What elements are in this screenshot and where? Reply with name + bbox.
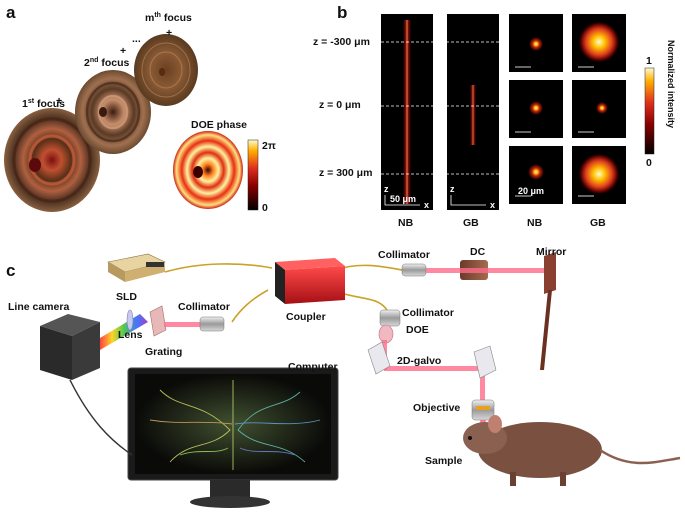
sample-label: Sample	[425, 455, 463, 467]
z-label-0: z = 0 μm	[319, 99, 361, 111]
scale-20um: 20 μm	[518, 186, 544, 196]
scale-50um: 50 μm	[390, 194, 416, 204]
doe-phase-label: DOE phase	[191, 119, 247, 131]
computer-monitor	[127, 367, 339, 508]
grating-label: Grating	[145, 346, 182, 358]
svg-text:1st focus: 1st focus	[22, 98, 65, 110]
svg-text:2nd focus: 2nd focus	[84, 57, 129, 69]
doe-colorbar	[247, 139, 259, 211]
z-label-neg300: z = -300 μm	[313, 36, 370, 48]
line-camera-device	[40, 314, 100, 380]
svg-text:mth focus: mth focus	[145, 12, 192, 24]
focus-m-pattern	[134, 34, 198, 106]
coupler-label: Coupler	[286, 311, 326, 323]
intensity-colorbar-label: Normalized intensity	[666, 40, 676, 128]
panel-b: b z = -300 μm z = 0 μm z = 300 μm z 50 μ…	[313, 3, 676, 229]
sld-label: SLD	[116, 291, 137, 303]
nb-axis-x: x	[424, 200, 429, 210]
focus-1-pattern	[4, 108, 100, 212]
ellipsis: ...	[132, 33, 141, 45]
plus-m: +	[166, 27, 172, 39]
computer-label: Computer	[288, 361, 338, 373]
dc-label: DC	[470, 246, 486, 258]
col-nb-xz: NB	[398, 217, 414, 229]
camera-cable	[69, 379, 133, 456]
collimator-left-label: Collimator	[178, 301, 230, 313]
panel-a-letter: a	[6, 3, 16, 22]
panel-a: a 1st focus + 2nd focus + ... mth focus …	[4, 3, 276, 214]
collimator-left-device	[199, 316, 225, 332]
col-nb-xy: NB	[527, 217, 543, 229]
panel-c-letter: c	[6, 261, 15, 280]
line-camera-label: Line camera	[8, 301, 69, 313]
doe-phase-pattern	[173, 131, 243, 209]
intensity-colorbar-max: 1	[646, 55, 652, 67]
col-gb-xz: GB	[463, 217, 479, 229]
collimator-right-label: Collimator	[402, 307, 454, 319]
focus-1-label: 1st focus	[22, 98, 65, 110]
gb-axis-x: x	[490, 200, 495, 210]
panel-b-letter: b	[337, 3, 347, 22]
z-label-300: z = 300 μm	[319, 167, 372, 179]
mirror-device	[540, 252, 556, 370]
plus-1: +	[56, 95, 62, 107]
gb-beam	[470, 85, 476, 145]
doe-colorbar-min: 0	[262, 202, 268, 214]
plus-2: +	[120, 45, 126, 57]
collimator-top-label: Collimator	[378, 249, 430, 261]
col-gb-xy: GB	[590, 217, 606, 229]
nb-beam	[403, 20, 411, 204]
grating-device	[149, 305, 167, 337]
intensity-colorbar	[644, 67, 655, 155]
panel-c: c SLD Coupler Collimator DC	[6, 246, 681, 508]
doe-label: DOE	[406, 324, 429, 336]
galvo-label: 2D-galvo	[397, 355, 441, 367]
lens-label: Lens	[118, 329, 143, 341]
mouse-sample	[463, 415, 681, 486]
objective-label: Objective	[413, 402, 460, 414]
collimator-top-device	[401, 263, 427, 277]
galvo-mirror-2	[473, 345, 497, 379]
gb-axis-z: z	[450, 184, 455, 194]
collimator-right-device	[379, 309, 401, 327]
nb-axis-z: z	[384, 184, 389, 194]
beam-reference-arm	[426, 268, 548, 273]
intensity-colorbar-min: 0	[646, 157, 652, 169]
focus-m-label: mth focus	[145, 12, 192, 24]
galvo-mirror-1	[367, 341, 391, 375]
spectrum-beam	[100, 314, 148, 350]
coupler-device	[275, 258, 345, 304]
mirror-label: Mirror	[536, 246, 566, 258]
doe-colorbar-max: 2π	[262, 140, 276, 152]
lens-device	[126, 309, 134, 331]
sld-device	[107, 253, 166, 282]
focus-2-label: 2nd focus	[84, 57, 129, 69]
